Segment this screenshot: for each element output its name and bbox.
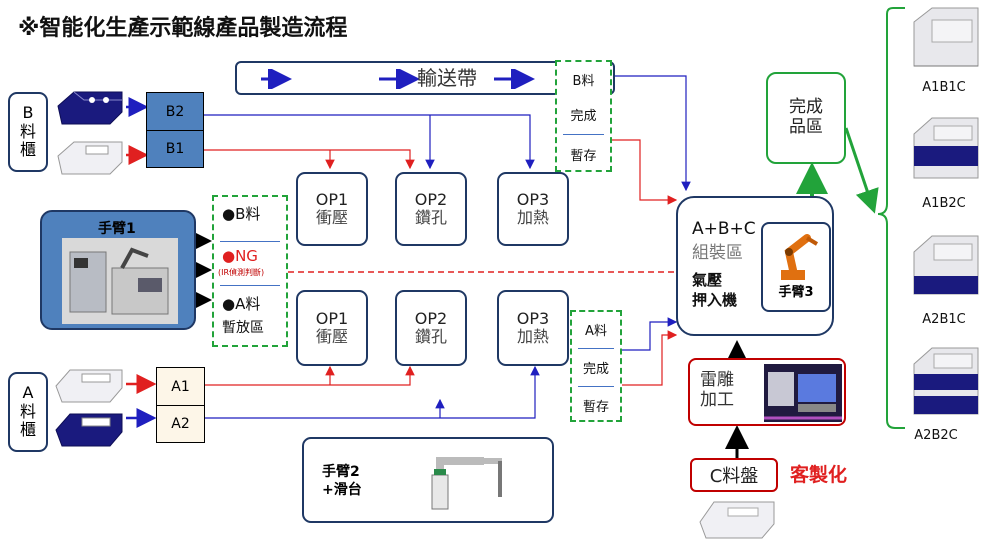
part-icon — [57, 141, 123, 175]
laser-machine-icon — [764, 364, 842, 422]
laser-line2: 加工 — [700, 390, 734, 411]
op-code: OP2 — [414, 189, 448, 209]
op-code: OP3 — [516, 308, 550, 328]
a-bins: A1 A2 — [156, 367, 205, 443]
laser-line1: 雷雕 — [700, 370, 734, 390]
sorting-b-item: ●B料 — [222, 205, 261, 223]
arm2-label: 手臂2 +滑台 — [322, 463, 362, 499]
product-label: A1B1C — [922, 80, 966, 95]
part-icon — [55, 413, 123, 447]
b-cabinet-label: 櫃 — [19, 140, 36, 160]
op-name: 加熱 — [516, 208, 549, 227]
assembly-title: A+B+C — [692, 219, 756, 239]
divider — [563, 134, 604, 135]
op-code: OP3 — [516, 189, 550, 209]
op2-top: OP2 鑽孔 — [395, 172, 467, 246]
a-cabinet: A 料 櫃 — [8, 372, 48, 452]
finished-line2: 品區 — [789, 117, 823, 137]
assembly-machine-l2: 押入機 — [692, 291, 738, 309]
a-cabinet-label: A — [22, 383, 34, 403]
assembly-station: A+B+C 組裝區 氣壓 押入機 手臂3 — [676, 196, 834, 336]
product-image — [913, 117, 979, 179]
product-image — [913, 235, 979, 295]
arm2-line2: +滑台 — [322, 482, 362, 499]
product-label: A1B2C — [922, 196, 966, 211]
a-cabinet-label: 料 — [19, 401, 36, 421]
arm3-panel: 手臂3 — [761, 222, 831, 312]
top-buffer-temp-item: 暫存 — [570, 148, 597, 164]
op-name: 鑽孔 — [414, 208, 447, 227]
arm3-label: 手臂3 — [778, 285, 814, 300]
op-code: OP2 — [414, 308, 448, 328]
finished-line1: 完成 — [789, 97, 823, 118]
op-name: 衝壓 — [315, 327, 348, 346]
bin-a1: A1 — [157, 368, 204, 406]
op3-top: OP3 加熱 — [497, 172, 569, 246]
robot-arm-icon — [781, 234, 819, 280]
assembly-subtitle: 組裝區 — [692, 243, 743, 263]
c-tray: C料盤 — [690, 458, 778, 492]
part-icon — [57, 91, 123, 125]
sorting-a-note: 暫放區 — [222, 320, 264, 336]
product-label: A2B2C — [914, 428, 958, 443]
b-cabinet: B 料 櫃 — [8, 92, 48, 172]
bottom-buffer: A料 完成 暫存 — [570, 310, 622, 422]
arm2-line1: 手臂2 — [322, 464, 360, 480]
op-name: 加熱 — [516, 327, 549, 346]
page-title: ※智能化生產示範線產品製造流程 — [18, 16, 348, 41]
sorting-a-item: ●A料 — [222, 295, 261, 313]
bottom-buffer-done-item: 完成 — [582, 361, 609, 377]
bin-a2: A2 — [171, 415, 190, 432]
product-image — [913, 347, 979, 415]
part-icon — [55, 369, 123, 403]
sorting-ng-item: ●NG — [222, 247, 258, 265]
arm2-station: 手臂2 +滑台 — [302, 437, 554, 523]
conveyor: 輸送帶 — [235, 61, 615, 95]
top-buffer: B料 完成 暫存 — [555, 60, 612, 172]
divider — [220, 285, 280, 286]
sorting-area: ●B料 ●NG (IR偵測判斷) ●A料 暫放區 — [212, 195, 288, 347]
bin-b1: B1 — [165, 140, 185, 157]
arm1-label: 手臂1 — [98, 221, 136, 237]
conveyor-label: 輸送帶 — [417, 66, 477, 90]
sorting-ng-note: (IR偵測判斷) — [218, 268, 265, 277]
b-cabinet-label: B — [22, 103, 34, 123]
op-code: OP1 — [315, 189, 349, 209]
laser-label: 雷雕 加工 — [700, 370, 734, 411]
op-code: OP1 — [315, 308, 349, 328]
right-arrow-icon — [261, 69, 292, 89]
top-buffer-done-item: 完成 — [570, 108, 597, 124]
part-icon — [699, 501, 775, 539]
bin-b2: B2 — [147, 93, 203, 131]
b-cabinet-label: 料 — [19, 121, 36, 141]
op2-bottom: OP2 鑽孔 — [395, 290, 467, 366]
top-buffer-b-item: B料 — [572, 73, 595, 89]
b-bins: B2 B1 — [146, 92, 204, 168]
product-label: A2B1C — [922, 312, 966, 327]
op3-bottom: OP3 加熱 — [497, 290, 569, 366]
finished-area: 完成 品區 — [766, 72, 846, 164]
custom-label: 客製化 — [790, 464, 848, 486]
robot-cell-photo — [62, 238, 178, 324]
divider — [578, 348, 614, 349]
assembly-machine-l1: 氣壓 — [692, 271, 723, 289]
op-name: 衝壓 — [315, 208, 348, 227]
divider — [578, 386, 614, 387]
a-cabinet-label: 櫃 — [19, 420, 36, 440]
op1-bottom: OP1 衝壓 — [296, 290, 368, 366]
laser-station: 雷雕 加工 — [688, 358, 846, 426]
op-name: 鑽孔 — [414, 327, 447, 346]
bottom-buffer-temp-item: 暫存 — [582, 399, 609, 415]
scara-robot-icon — [431, 457, 502, 510]
bottom-buffer-a-item: A料 — [585, 323, 607, 339]
product-image — [913, 7, 979, 67]
arm1-station: 手臂1 — [40, 210, 196, 330]
right-arrow-icon — [494, 69, 535, 89]
right-arrow-icon — [379, 69, 420, 89]
divider — [220, 241, 280, 242]
op1-top: OP1 衝壓 — [296, 172, 368, 246]
